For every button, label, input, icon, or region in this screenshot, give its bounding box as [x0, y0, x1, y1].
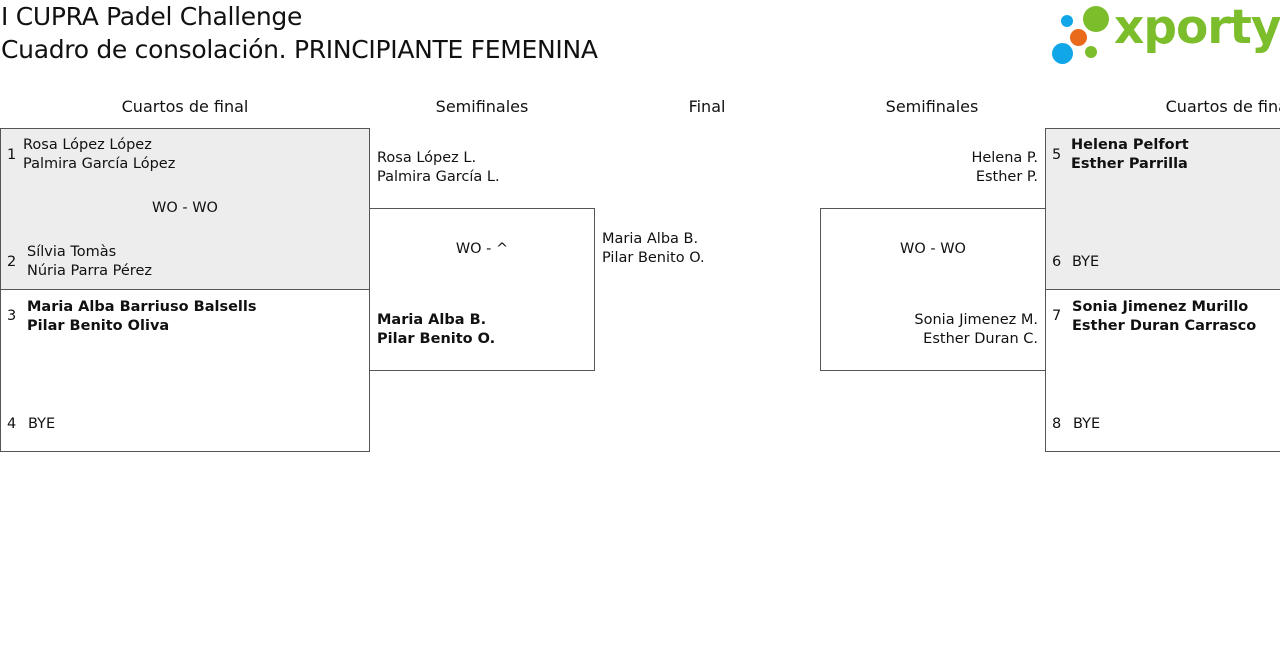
semifinal-team-name[interactable]: Maria Alba B. — [377, 312, 487, 328]
logo-text: xporty — [1114, 0, 1280, 55]
semifinal-team-name[interactable]: Palmira García L. — [377, 169, 500, 185]
semifinal-team-name[interactable]: Esther Duran C. — [923, 331, 1038, 347]
left-quarterfinal-match-1 — [0, 128, 370, 290]
player-name[interactable]: Maria Alba Barriuso Balsells — [27, 299, 257, 315]
player-name[interactable]: Sonia Jimenez Murillo — [1072, 299, 1249, 315]
draw-subtitle: Cuadro de consolación. PRINCIPIANTE FEME… — [1, 35, 598, 64]
round-header-left-quarters: Cuartos de final — [121, 97, 249, 116]
bye-label: BYE — [1073, 416, 1101, 432]
right-quarterfinal-match-1 — [1045, 128, 1280, 290]
seed-number: 1 — [7, 147, 17, 163]
match-score: WO - WO — [152, 200, 218, 216]
bye-label: BYE — [1072, 254, 1100, 270]
player-name[interactable]: Helena Pelfort — [1071, 137, 1189, 153]
match-score: WO - ^ — [455, 241, 509, 257]
xporty-logo[interactable]: xporty — [1052, 0, 1280, 68]
finalist-name[interactable]: Maria Alba B. — [602, 231, 699, 247]
seed-number: 4 — [7, 416, 17, 432]
seed-number: 2 — [7, 254, 17, 270]
semifinal-team-name[interactable]: Rosa López L. — [377, 150, 477, 166]
seed-number: 3 — [7, 308, 17, 324]
right-quarterfinal-match-2 — [1045, 289, 1280, 452]
player-name[interactable]: Rosa López López — [23, 137, 152, 153]
player-name[interactable]: Núria Parra Pérez — [27, 263, 152, 279]
seed-number: 8 — [1052, 416, 1062, 432]
round-header-left-semis: Semifinales — [435, 97, 529, 116]
tournament-title: I CUPRA Padel Challenge — [1, 2, 303, 31]
round-header-right-semis: Semifinales — [885, 97, 979, 116]
semifinal-team-name[interactable]: Sonia Jimenez M. — [914, 312, 1038, 328]
semifinal-team-name[interactable]: Esther P. — [975, 169, 1038, 185]
player-name[interactable]: Palmira García López — [23, 156, 176, 172]
round-header-final: Final — [688, 97, 726, 116]
bye-label: BYE — [28, 416, 56, 432]
player-name[interactable]: Sílvia Tomàs — [27, 244, 117, 260]
seed-number: 5 — [1052, 147, 1062, 163]
player-name[interactable]: Esther Duran Carrasco — [1072, 318, 1257, 334]
player-name[interactable]: Pilar Benito Oliva — [27, 318, 170, 334]
round-header-right-quarters: Cuartos de final — [1165, 97, 1280, 116]
left-semifinal-match — [369, 208, 595, 371]
finalist-name[interactable]: Pilar Benito O. — [602, 250, 705, 266]
seed-number: 6 — [1052, 254, 1062, 270]
match-score: WO - WO — [900, 241, 966, 257]
player-name[interactable]: Esther Parrilla — [1071, 156, 1188, 172]
semifinal-team-name[interactable]: Helena P. — [971, 150, 1038, 166]
seed-number: 7 — [1052, 308, 1062, 324]
semifinal-team-name[interactable]: Pilar Benito O. — [377, 331, 496, 347]
